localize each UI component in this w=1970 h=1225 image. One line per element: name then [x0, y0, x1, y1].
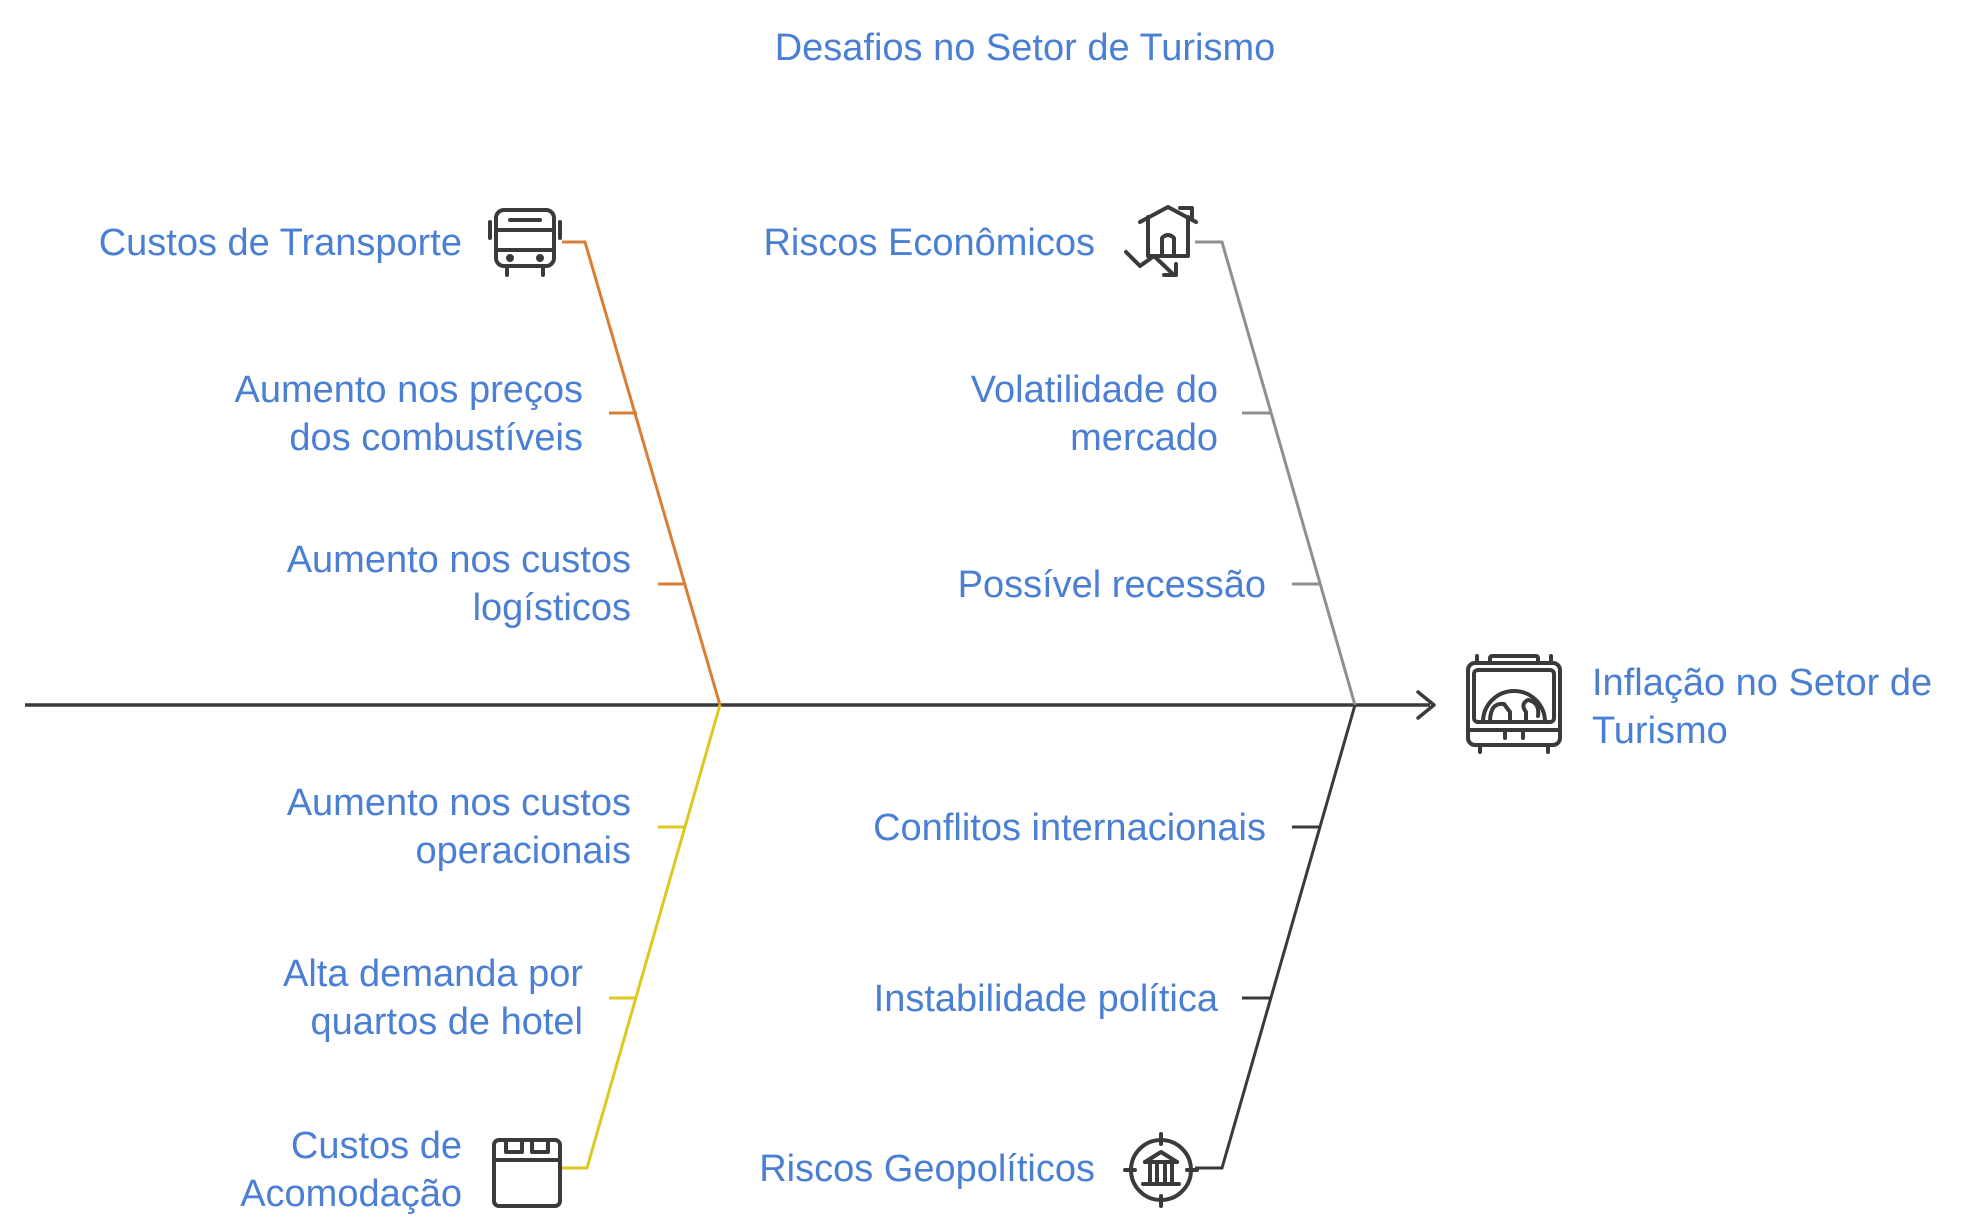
cause-label: logísticos	[473, 587, 631, 629]
branch-transport	[562, 240, 722, 706]
cause-label: Alta demanda por	[283, 953, 583, 995]
branch-transport-line	[562, 240, 722, 706]
cause-label: Instabilidade política	[874, 978, 1219, 1020]
cause-label: Aumento nos custos	[287, 782, 631, 824]
effect-label-line2: Turismo	[1592, 710, 1728, 752]
bus-icon	[488, 208, 562, 277]
cause-label: Aumento nos preços	[234, 369, 583, 411]
branch-economic	[1195, 240, 1357, 706]
category-economic-label: Riscos Econômicos	[763, 222, 1095, 264]
effect-label-line1: Inflação no Setor de	[1592, 662, 1932, 704]
cause-label: mercado	[1070, 417, 1218, 459]
house-down-trend-icon	[1124, 205, 1198, 277]
spine-arrowhead	[1416, 690, 1436, 720]
suitcase-globe-icon	[1466, 654, 1562, 754]
cause-label: Volatilidade do	[971, 369, 1218, 411]
branch-economic-line	[1195, 240, 1357, 706]
cause-label: Aumento nos custos	[287, 539, 631, 581]
cause-label: quartos de hotel	[310, 1001, 583, 1043]
branch-accommodation	[562, 704, 722, 1170]
category-geopolitical-label: Riscos Geopolíticos	[759, 1148, 1095, 1190]
diagram-title: Desafios no Setor de Turismo	[775, 27, 1276, 69]
cause-label: Possível recessão	[958, 564, 1266, 606]
category-accommodation-label-line1: Custos de	[291, 1125, 462, 1167]
branch-accommodation-line	[562, 704, 722, 1170]
cause-label: operacionais	[416, 830, 631, 872]
branch-geopolitical-line	[1195, 704, 1357, 1170]
cause-label: Conflitos internacionais	[873, 807, 1266, 849]
category-transport-label: Custos de Transporte	[99, 222, 462, 264]
cause-label: dos combustíveis	[289, 417, 583, 459]
branch-geopolitical	[1195, 704, 1357, 1170]
category-accommodation-label-line2: Acomodação	[240, 1173, 462, 1215]
hotel-bed-icon	[492, 1138, 562, 1208]
government-target-icon	[1123, 1132, 1199, 1208]
